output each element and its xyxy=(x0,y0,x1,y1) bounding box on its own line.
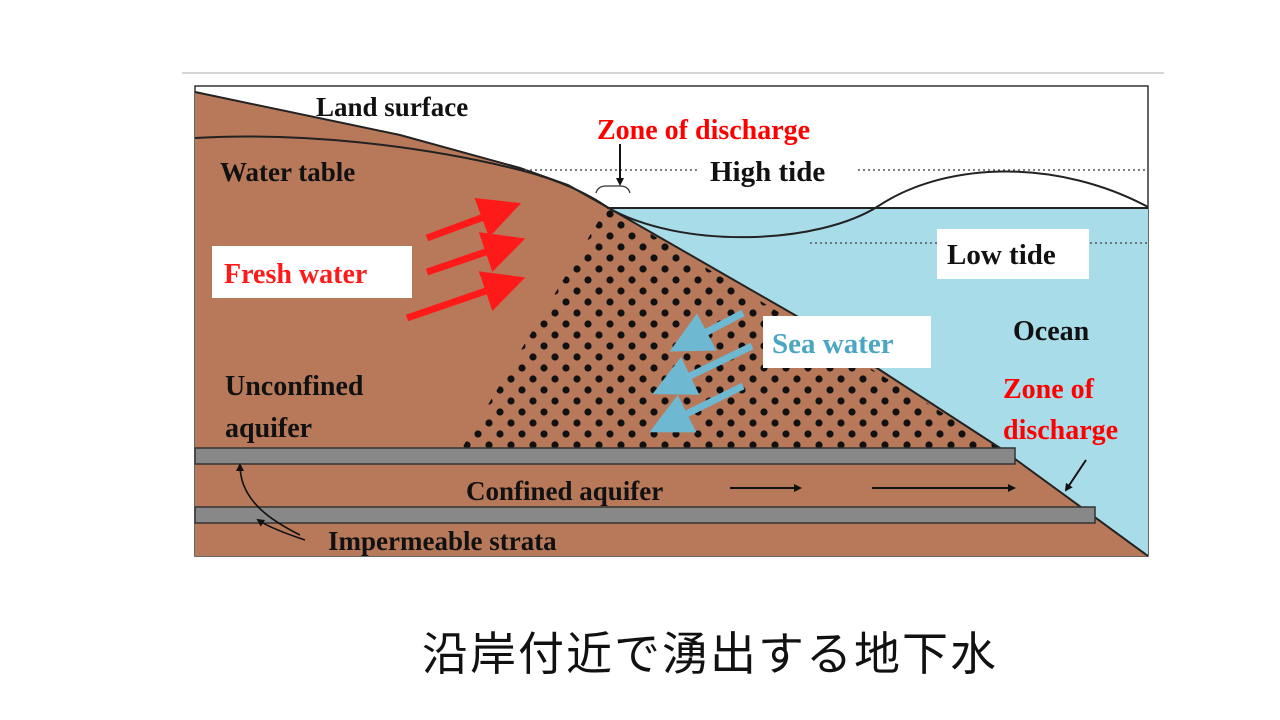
label-low-tide: Low tide xyxy=(947,239,1056,271)
label-confined-aquifer: Confined aquifer xyxy=(466,476,663,506)
slide-caption: 沿岸付近で湧出する地下水 xyxy=(422,627,998,681)
label-sea-water: Sea water xyxy=(772,328,894,360)
label-ocean: Ocean xyxy=(1013,316,1090,347)
strata-pointer-upper xyxy=(236,463,301,536)
label-water-table: Water table xyxy=(220,157,355,187)
label-land-surface: Land surface xyxy=(316,92,468,122)
water-table-line xyxy=(194,135,608,208)
sea-water-arrow-2 xyxy=(652,342,754,395)
sea-water-arrow-1 xyxy=(669,309,745,352)
strata-pointer-lower xyxy=(256,518,306,541)
high-tide-label-box xyxy=(702,153,856,189)
label-zone-of-discharge-bottom-1: Zone of xyxy=(1003,374,1095,405)
fresh-water-arrow-2 xyxy=(425,232,526,276)
label-impermeable-strata: Impermeable strata xyxy=(328,526,557,556)
sea-water-label-box xyxy=(763,316,931,368)
fresh-water-arrow-3 xyxy=(405,271,526,322)
top-divider xyxy=(182,72,1164,74)
label-unconfined-aquifer-2: aquifer xyxy=(225,413,312,444)
fresh-water-arrow-1 xyxy=(425,198,522,242)
coastal-groundwater-diagram: Land surface Water table Zone of dischar… xyxy=(194,85,1149,557)
label-high-tide: High tide xyxy=(710,156,825,188)
low-tide-label-box xyxy=(937,229,1089,279)
discharge-arrow-bottom xyxy=(1064,459,1087,492)
saltwater-wedge xyxy=(462,207,1000,448)
impermeable-stratum-upper xyxy=(194,447,1016,465)
fresh-water-label-box xyxy=(212,246,412,298)
label-zone-of-discharge-top: Zone of discharge xyxy=(597,115,810,146)
tide-wave-line xyxy=(606,170,1149,239)
sea-water-arrow-3 xyxy=(649,382,745,433)
discharge-bracket xyxy=(595,185,631,194)
label-fresh-water: Fresh water xyxy=(224,259,367,290)
impermeable-stratum-lower xyxy=(194,506,1096,524)
label-zone-of-discharge-bottom-2: discharge xyxy=(1003,415,1118,446)
label-unconfined-aquifer-1: Unconfined xyxy=(225,371,364,402)
